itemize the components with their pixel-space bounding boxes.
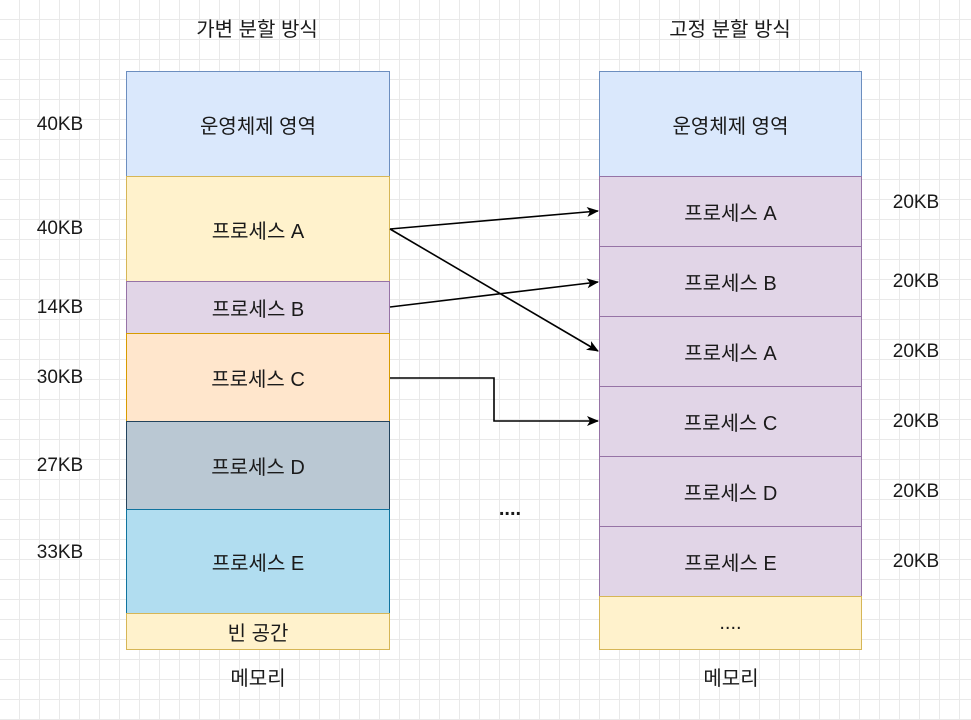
block-label: 프로세스 A: [684, 203, 777, 225]
arrow-process-b-to-slot-2: [389, 278, 599, 308]
block-label: 프로세스 D: [211, 457, 305, 479]
size-label-slot-4: 20KB: [892, 411, 940, 432]
variable-process-a[interactable]: 프로세스 A: [126, 176, 390, 282]
fixed-slot-process-d[interactable]: 프로세스 D: [599, 456, 862, 527]
variable-process-b[interactable]: 프로세스 B: [126, 281, 390, 334]
fixed-slot-process-a-2[interactable]: 프로세스 A: [599, 316, 862, 387]
size-label-slot-3: 20KB: [892, 341, 940, 362]
middle-ellipsis: ....: [498, 498, 522, 520]
size-label-process-c: 30KB: [36, 367, 84, 388]
size-label-slot-6: 20KB: [892, 551, 940, 572]
size-label-process-e: 33KB: [36, 542, 84, 563]
size-label-process-d: 27KB: [36, 455, 84, 476]
variable-process-e[interactable]: 프로세스 E: [126, 509, 390, 614]
block-label: 운영체제 영역: [672, 115, 789, 138]
variable-process-c[interactable]: 프로세스 C: [126, 333, 390, 422]
arrow-process-c-to-slot-4: [390, 377, 599, 426]
variable-free-space[interactable]: 빈 공간: [126, 613, 390, 650]
block-label: 프로세스 D: [683, 483, 778, 505]
fixed-slot-process-b[interactable]: 프로세스 B: [599, 246, 862, 317]
block-label: 프로세스 A: [211, 220, 305, 243]
block-label: 프로세스 A: [684, 343, 777, 365]
size-label-process-a: 40KB: [36, 218, 84, 239]
fixed-memory-caption: 메모리: [703, 668, 759, 690]
size-label-slot-2: 20KB: [892, 271, 940, 292]
arrow-process-a-to-slot-1: [389, 206, 599, 230]
block-label: 프로세스 E: [211, 553, 305, 575]
size-label-os: 40KB: [36, 114, 84, 135]
block-label: ....: [719, 611, 742, 634]
block-label: 프로세스 B: [211, 299, 305, 321]
fixed-slot-process-c[interactable]: 프로세스 C: [599, 386, 862, 457]
fixed-os-area[interactable]: 운영체제 영역: [599, 71, 862, 177]
block-label: 프로세스 E: [684, 553, 777, 575]
fixed-slot-process-a-1[interactable]: 프로세스 A: [599, 176, 862, 247]
block-label: 빈 공간: [227, 623, 289, 645]
size-label-process-b: 14KB: [36, 297, 84, 318]
block-label: 프로세스 B: [684, 273, 777, 295]
variable-partition-title: 가변 분할 방식: [196, 19, 318, 41]
block-label: 프로세스 C: [211, 369, 305, 391]
fixed-slot-process-e[interactable]: 프로세스 E: [599, 526, 862, 597]
variable-memory-caption: 메모리: [230, 668, 286, 690]
fixed-partition-title: 고정 분할 방식: [669, 19, 791, 41]
variable-os-area[interactable]: 운영체제 영역: [126, 71, 390, 177]
size-label-slot-1: 20KB: [892, 192, 940, 213]
fixed-remaining-slots[interactable]: ....: [599, 596, 862, 650]
variable-process-d[interactable]: 프로세스 D: [126, 421, 390, 510]
block-label: 운영체제 영역: [200, 115, 316, 138]
arrow-process-a-to-slot-3: [389, 228, 599, 352]
block-label: 프로세스 C: [683, 413, 778, 435]
size-label-slot-5: 20KB: [892, 481, 940, 502]
